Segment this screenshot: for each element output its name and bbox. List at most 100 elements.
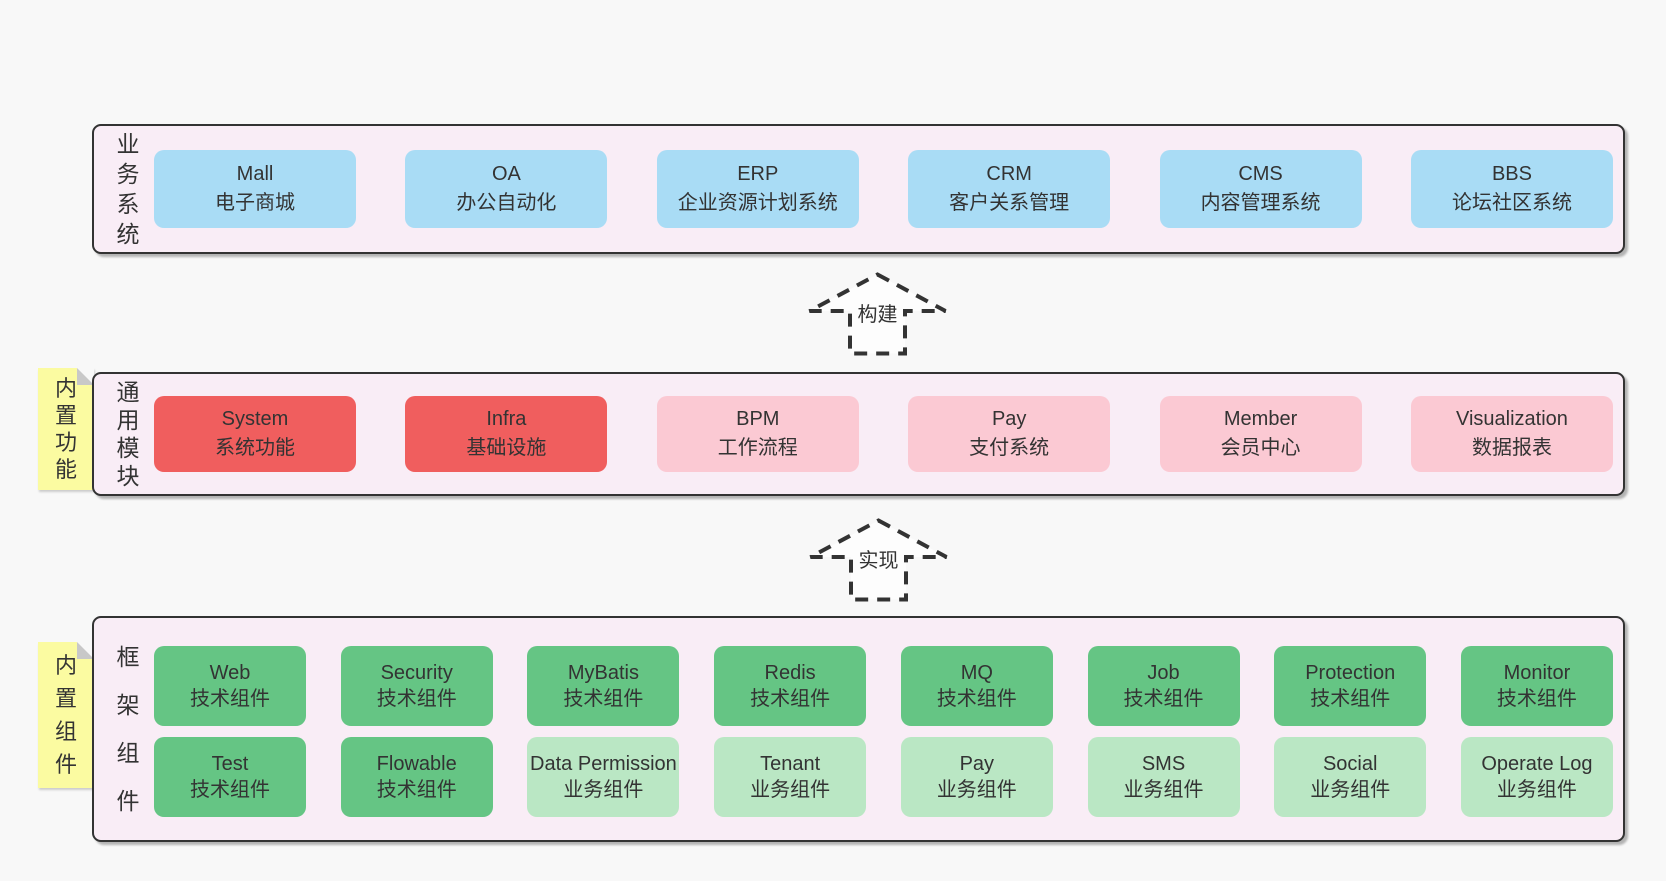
folded-corner-icon: [77, 368, 94, 385]
section-framework-components: 框 架 组 件 Web 技术组件 Security 技术组件 MyBatis 技…: [92, 616, 1625, 842]
box-title: CMS: [1238, 163, 1283, 185]
box-title: Tenant: [760, 752, 821, 775]
box-erp: ERP 企业资源计划系统: [656, 150, 859, 228]
section-label-business: 业 务 系 统: [108, 129, 148, 249]
box-security: Security 技术组件: [340, 645, 493, 726]
box-mq: MQ 技术组件: [900, 645, 1053, 726]
label-char: 架: [116, 692, 140, 718]
box-title: System: [221, 408, 289, 430]
box-subtitle: 技术组件: [376, 687, 457, 710]
box-title: Security: [380, 661, 453, 684]
module-boxes: System 系统功能 Infra 基础设施 BPM 工作流程 Pay 支付系统…: [154, 396, 1613, 472]
box-title: Flowable: [376, 752, 457, 775]
sticky-label-char: 功: [54, 430, 77, 455]
box-subtitle: 技术组件: [190, 778, 270, 801]
box-title: MyBatis: [567, 661, 639, 684]
box-subtitle: 技术组件: [750, 687, 831, 710]
section-common-modules: 通 用 模 块 System 系统功能 Infra 基础设施 BPM 工作流程 …: [92, 372, 1625, 496]
box-subtitle: 技术组件: [1123, 687, 1204, 710]
box-title: MQ: [960, 661, 993, 684]
box-monitor: Monitor 技术组件: [1460, 645, 1613, 726]
box-title: Test: [211, 752, 249, 775]
sticky-label-char: 组: [54, 719, 77, 744]
box-tenant: Tenant 业务组件: [714, 736, 867, 817]
label-char: 业: [116, 131, 140, 157]
box-subtitle: 技术组件: [190, 687, 270, 710]
box-pay-biz: Pay 业务组件: [900, 736, 1053, 817]
sticky-label-char: 置: [54, 686, 77, 711]
label-char: 务: [116, 161, 140, 187]
box-protection: Protection 技术组件: [1274, 645, 1427, 726]
label-char: 框: [116, 644, 140, 670]
box-subtitle: 业务组件: [936, 778, 1017, 801]
box-title: Infra: [486, 408, 527, 430]
box-mybatis: MyBatis 技术组件: [527, 645, 680, 726]
label-char: 统: [116, 221, 140, 247]
box-title: Visualization: [1455, 408, 1568, 430]
box-title: Job: [1147, 661, 1180, 684]
box-subtitle: 业务组件: [1496, 778, 1577, 801]
label-char: 件: [116, 788, 140, 814]
box-title: Pay: [991, 408, 1027, 430]
arrow-label: 构建: [854, 298, 901, 327]
box-flowable: Flowable 技术组件: [340, 736, 493, 817]
box-subtitle: 业务组件: [1310, 778, 1391, 801]
label-char: 通: [116, 379, 140, 405]
box-mall: Mall 电子商城: [154, 150, 356, 228]
box-operate-log: Operate Log 业务组件: [1460, 736, 1613, 817]
box-subtitle: 技术组件: [1310, 687, 1391, 710]
box-subtitle: 企业资源计划系统: [677, 192, 838, 214]
box-subtitle: 数据报表: [1471, 437, 1552, 459]
box-title: SMS: [1141, 752, 1186, 775]
box-title: Data Permission: [530, 752, 677, 775]
box-pay: Pay 支付系统: [908, 396, 1111, 472]
box-subtitle: 技术组件: [563, 687, 644, 710]
box-subtitle: 客户关系管理: [949, 192, 1070, 214]
box-subtitle: 业务组件: [750, 778, 831, 801]
label-char: 用: [116, 407, 140, 433]
box-crm: CRM 客户关系管理: [908, 150, 1111, 228]
box-title: Mall: [236, 163, 274, 185]
framework-row-2: Test 技术组件 Flowable 技术组件 Data Permission …: [154, 731, 1613, 822]
box-title: Web: [209, 661, 251, 684]
box-subtitle: 会员中心: [1220, 437, 1301, 459]
box-title: ERP: [737, 163, 779, 185]
sticky-label-char: 能: [54, 457, 77, 482]
framework-rows: Web 技术组件 Security 技术组件 MyBatis 技术组件 Redi…: [154, 618, 1613, 840]
label-char: 系: [116, 191, 140, 217]
box-subtitle: 电子商城: [215, 192, 295, 214]
label-char: 块: [116, 463, 140, 489]
box-title: BBS: [1491, 163, 1532, 185]
box-subtitle: 技术组件: [1496, 687, 1577, 710]
box-member: Member 会员中心: [1159, 396, 1362, 472]
box-title: CRM: [986, 163, 1032, 185]
box-title: Protection: [1305, 661, 1396, 684]
box-subtitle: 内容管理系统: [1200, 192, 1321, 214]
framework-row-1: Web 技术组件 Security 技术组件 MyBatis 技术组件 Redi…: [154, 640, 1613, 731]
box-subtitle: 技术组件: [936, 687, 1017, 710]
box-title: Social: [1322, 752, 1378, 775]
box-subtitle: 论坛社区系统: [1451, 192, 1572, 214]
box-cms: CMS 内容管理系统: [1159, 150, 1362, 228]
box-title: Redis: [764, 661, 816, 684]
box-social: Social 业务组件: [1274, 736, 1427, 817]
section-label-framework: 框 架 组 件: [108, 618, 148, 840]
section-label-modules: 通 用 模 块: [108, 378, 148, 490]
box-subtitle: 工作流程: [717, 437, 798, 459]
box-subtitle: 支付系统: [969, 437, 1050, 459]
box-data-permission: Data Permission 业务组件: [527, 736, 680, 817]
sticky-label-char: 置: [54, 403, 77, 428]
box-bpm: BPM 工作流程: [656, 396, 859, 472]
box-system: System 系统功能: [154, 396, 356, 472]
box-title: Operate Log: [1481, 752, 1593, 775]
box-title: Member: [1223, 408, 1298, 430]
label-char: 模: [116, 435, 140, 461]
sticky-note-built-in-components: 内 置 组 件: [38, 642, 94, 788]
box-title: BPM: [736, 408, 780, 430]
sticky-label-char: 内: [54, 376, 77, 401]
box-infra: Infra 基础设施: [405, 396, 608, 472]
box-web: Web 技术组件: [154, 645, 306, 726]
arrow-implement: 实现: [806, 518, 951, 602]
box-subtitle: 技术组件: [376, 778, 457, 801]
